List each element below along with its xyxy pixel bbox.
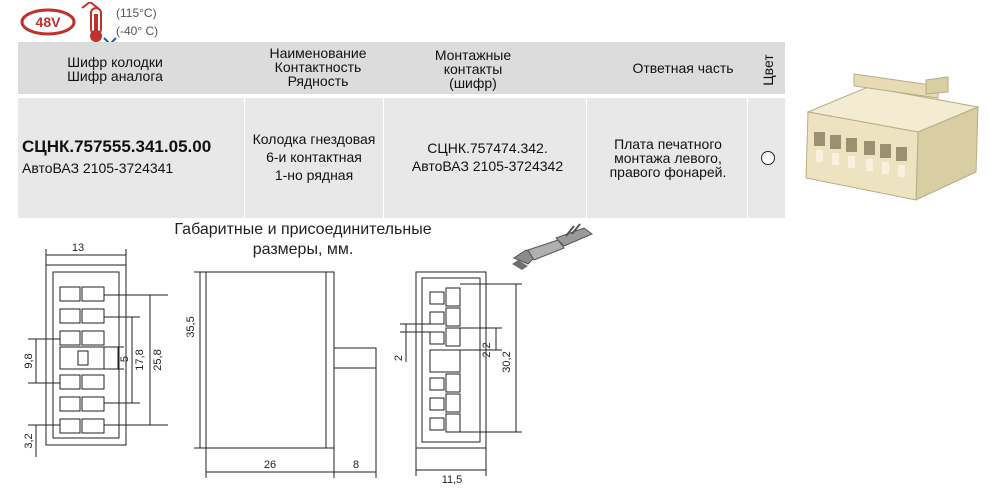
dim-2: 2: [393, 355, 405, 361]
part-code: СЦНК.757555.341.05.00: [22, 137, 212, 156]
dim-3-2: 3,2: [23, 433, 35, 448]
temperature-max: (115°C): [116, 6, 157, 20]
part-name: Колодка гнездовая 6-и контактная 1-но ря…: [252, 131, 376, 183]
connector-photo: [805, 73, 980, 201]
header-mate: Ответная часть: [632, 60, 734, 76]
dim-13: 13: [72, 242, 84, 254]
analog-code: АвтоВАЗ 2105-3724341: [22, 160, 174, 176]
dim-17-8: 17,8: [134, 349, 146, 370]
color-swatch: [761, 151, 775, 165]
dim-35-5: 35,5: [185, 316, 197, 337]
dimensions-title: Габаритные и присоединительные размеры, …: [174, 221, 432, 258]
header-contacts: Монтажные контакты (шифр): [434, 47, 512, 91]
header-name: Наименование Контактность Рядность: [269, 45, 367, 89]
side-view-drawing: 35,5 26 8: [185, 271, 377, 478]
dim-26: 26: [264, 459, 276, 471]
terminal-pin-icon: [512, 223, 593, 270]
header-code: Шифр колодки Шифр аналога: [67, 54, 163, 84]
dim-5: 5: [119, 356, 131, 362]
voltage-badge: 48V: [20, 8, 76, 36]
dim-11-5: 11,5: [442, 474, 463, 486]
table-header: [18, 42, 785, 94]
header-color: Цвет: [760, 54, 776, 86]
table-row: [18, 98, 785, 218]
front-view-drawing: 13 25,8 17,8 5 9,8 3,2: [23, 242, 168, 457]
rear-view-drawing: 30,2 2,2 2 11,5: [393, 271, 522, 486]
dim-2-2: 2,2: [481, 342, 493, 357]
dim-30-2: 30,2: [501, 351, 513, 372]
temperature-min: (-40° C): [116, 24, 159, 38]
mounting-contacts: СЦНК.757474.342. АвтоВАЗ 2105-3724342: [411, 140, 564, 174]
dim-8: 8: [353, 459, 359, 471]
dim-25-8: 25,8: [152, 349, 164, 370]
mating-part: Плата печатного монтажа левого, правого …: [609, 136, 727, 180]
thermometer-icon: [81, 2, 117, 44]
voltage-badge-text: 48V: [36, 14, 62, 30]
dim-9-8: 9,8: [23, 353, 35, 368]
